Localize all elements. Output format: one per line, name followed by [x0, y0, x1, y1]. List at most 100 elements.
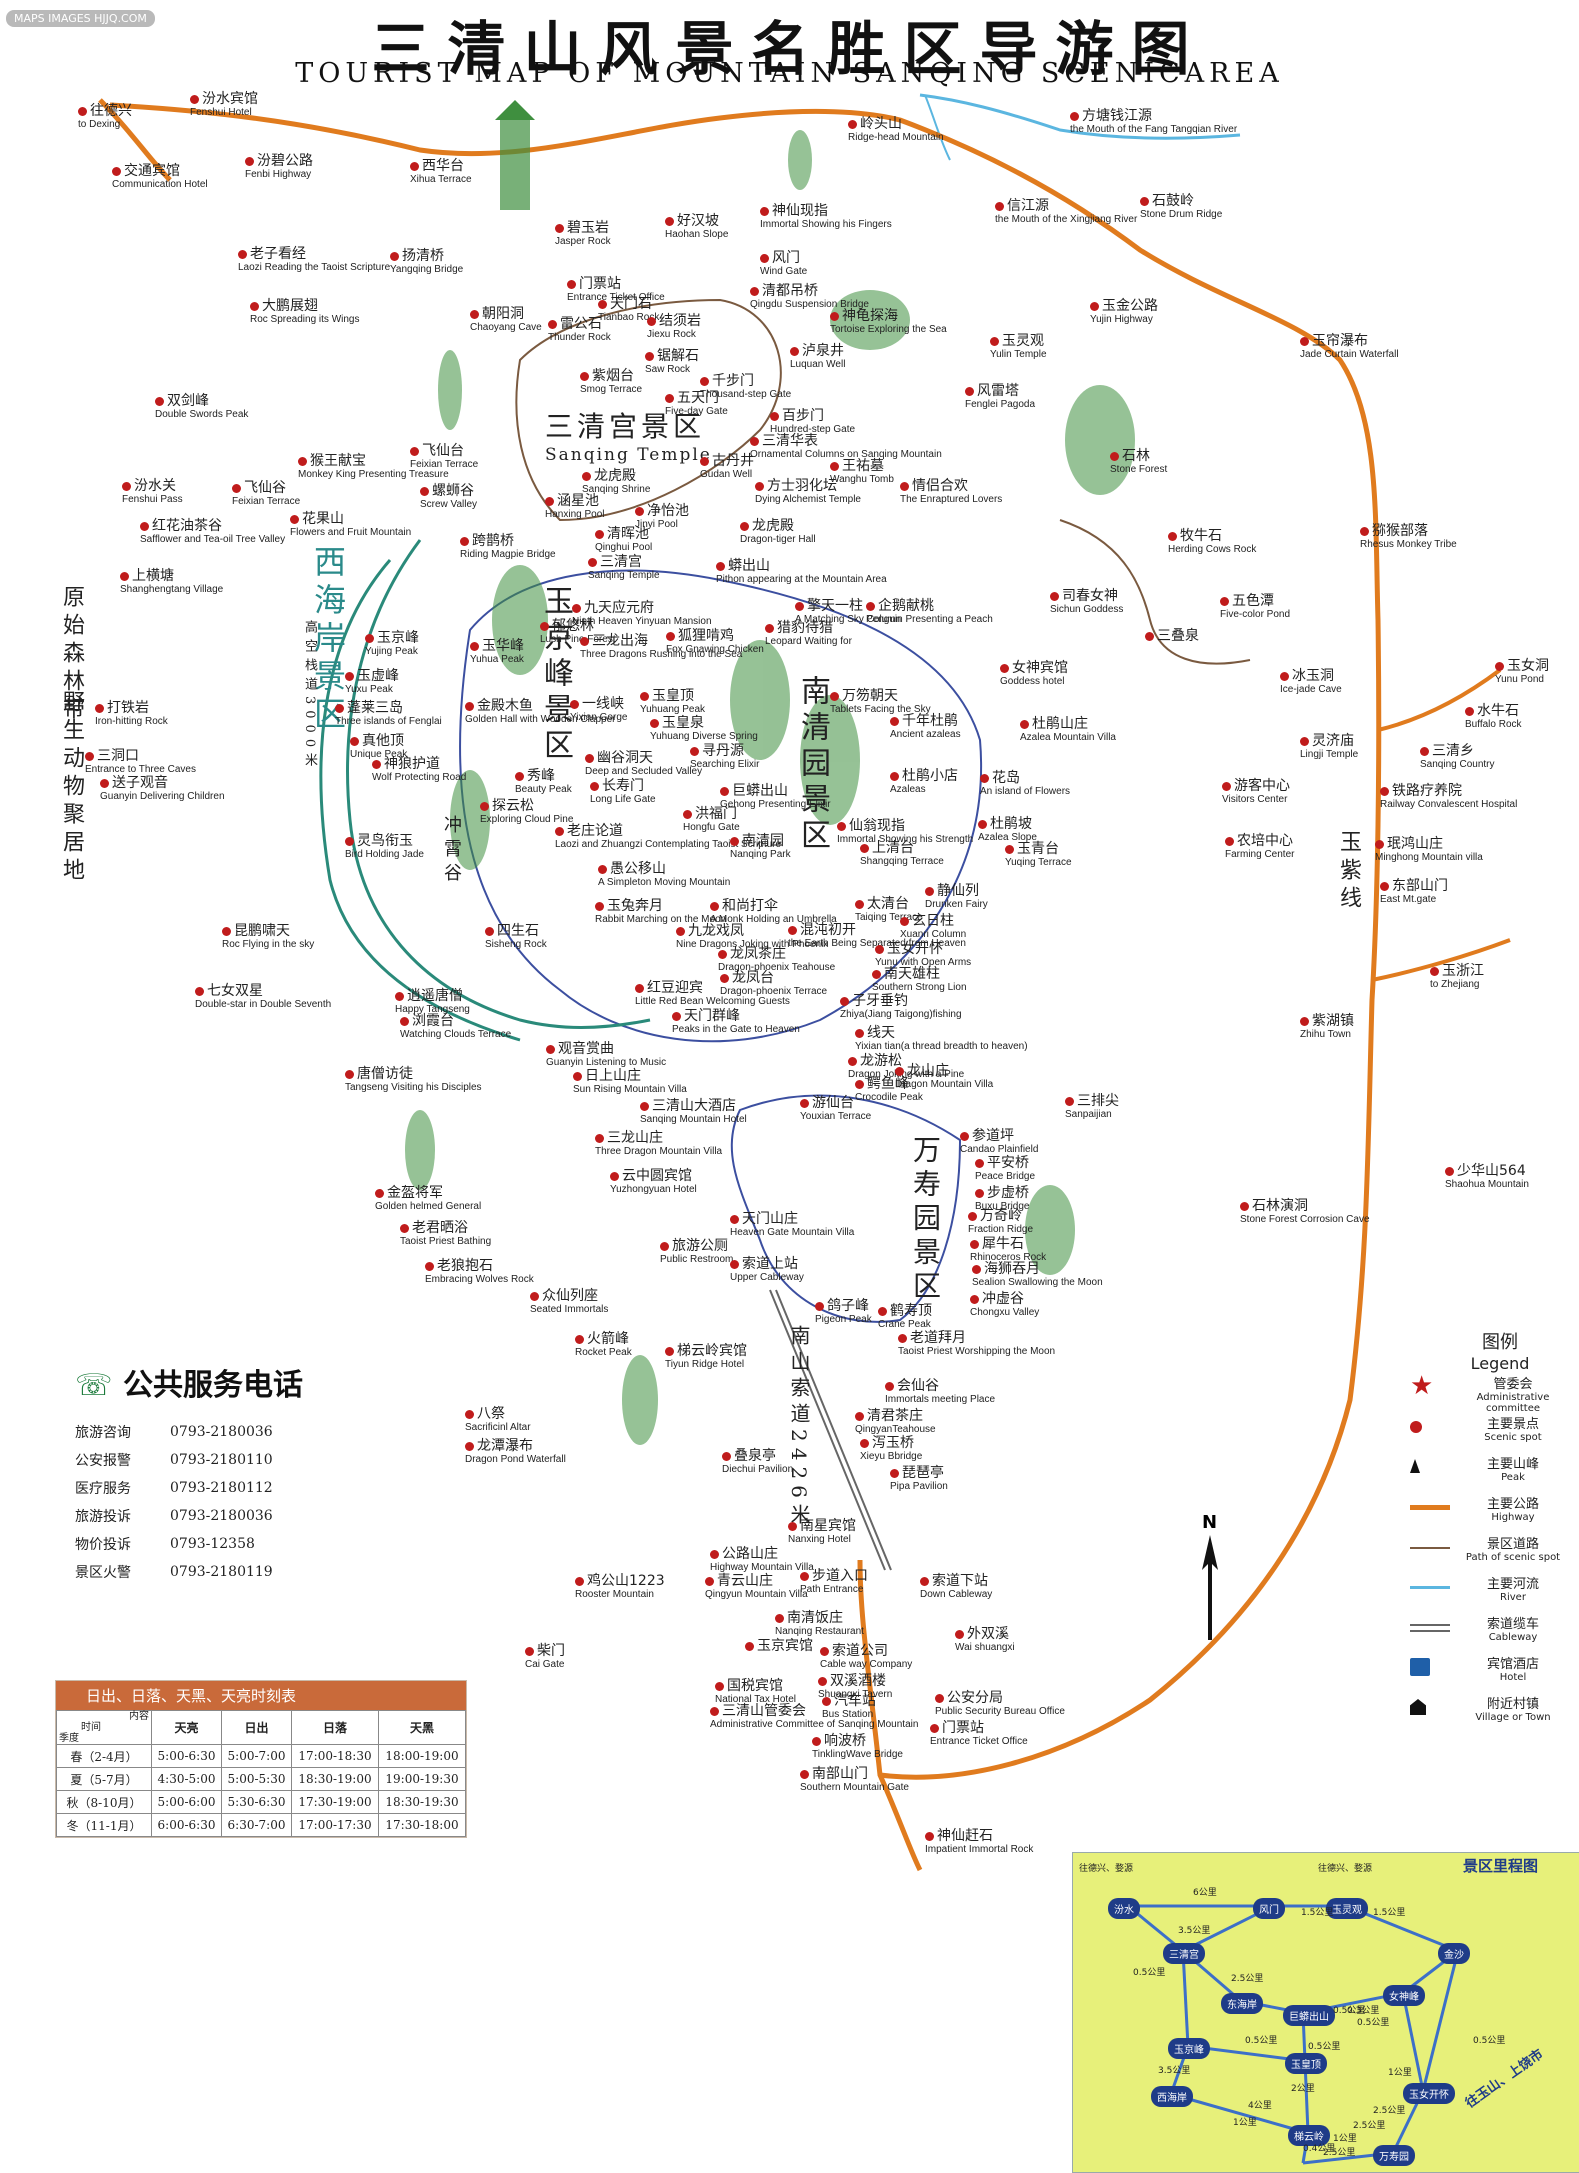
place-label[interactable]: 三叠泉 — [1145, 629, 1199, 643]
place-label[interactable]: 玉京宾馆 — [745, 1639, 813, 1653]
